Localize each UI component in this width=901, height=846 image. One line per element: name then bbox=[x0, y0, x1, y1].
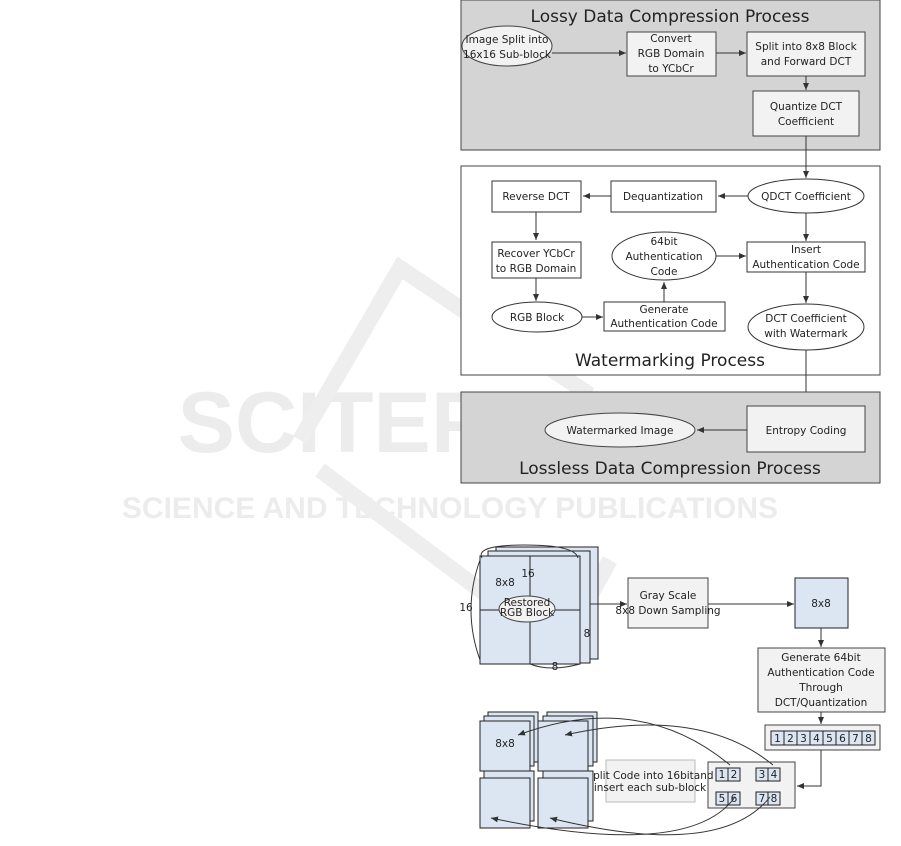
svg-text:insert each sub-block: insert each sub-block bbox=[594, 782, 707, 794]
qdct-node: QDCT Coefficient bbox=[747, 178, 865, 214]
svg-text:QDCT Coefficient: QDCT Coefficient bbox=[761, 191, 851, 203]
svg-text:Code: Code bbox=[651, 266, 678, 278]
code-pair-label: 6 bbox=[731, 793, 738, 805]
dequantization-node: Dequantization bbox=[610, 180, 717, 213]
svg-text:Quantize DCT: Quantize DCT bbox=[770, 101, 843, 113]
code-pair-label: 1 bbox=[719, 769, 726, 781]
code-pair-label: 7 bbox=[759, 793, 766, 805]
code-cell-label: 3 bbox=[800, 733, 807, 745]
code-pair-label: 4 bbox=[771, 769, 778, 781]
code-cell-label: 7 bbox=[852, 733, 859, 745]
svg-text:Convert: Convert bbox=[650, 33, 692, 45]
watermarking-title: Watermarking Process bbox=[575, 351, 765, 371]
watermarked-image-node: Watermarked Image bbox=[544, 412, 696, 448]
svg-text:Reverse DCT: Reverse DCT bbox=[502, 191, 570, 203]
code-cell-label: 1 bbox=[774, 733, 781, 745]
lossless-title: Lossless Data Compression Process bbox=[519, 459, 821, 479]
svg-text:RGB Block: RGB Block bbox=[510, 312, 565, 324]
code-cell-label: 2 bbox=[787, 733, 794, 745]
code-pair-cell bbox=[727, 767, 741, 782]
code-pair-label: 2 bbox=[731, 769, 738, 781]
svg-text:and Forward DCT: and Forward DCT bbox=[761, 56, 852, 68]
grayscale-node: Gray Scale 8x8 Down Sampling bbox=[615, 577, 721, 629]
svg-text:Authentication Code: Authentication Code bbox=[767, 667, 874, 679]
svg-text:Split Code into 16bitand: Split Code into 16bitand bbox=[586, 770, 713, 782]
code-cell-label: 4 bbox=[813, 733, 820, 745]
svg-text:64bit: 64bit bbox=[650, 236, 677, 248]
split-dct-node: Split into 8x8 Block and Forward DCT bbox=[746, 31, 866, 77]
svg-text:16x16 Sub-block: 16x16 Sub-block bbox=[463, 49, 552, 61]
code-pair-label: 3 bbox=[759, 769, 766, 781]
code-pair-cell bbox=[767, 791, 781, 806]
svg-text:Watermarked Image: Watermarked Image bbox=[567, 425, 674, 437]
dim-16-left: 16 bbox=[459, 602, 473, 614]
svg-text:Dequantization: Dequantization bbox=[623, 191, 703, 203]
svg-text:8x8 Down Sampling: 8x8 Down Sampling bbox=[615, 605, 720, 617]
code-pair-label: 8 bbox=[771, 793, 778, 805]
svg-text:DCT Coefficient: DCT Coefficient bbox=[765, 313, 846, 325]
svg-text:RGB Domain: RGB Domain bbox=[638, 48, 705, 60]
svg-text:Coefficient: Coefficient bbox=[778, 116, 834, 128]
svg-text:Insert: Insert bbox=[791, 244, 821, 256]
svg-text:Split into 8x8 Block: Split into 8x8 Block bbox=[755, 41, 857, 53]
svg-text:Image Split into: Image Split into bbox=[466, 34, 549, 46]
svg-text:with Watermark: with Watermark bbox=[764, 328, 848, 340]
svg-text:Authentication Code: Authentication Code bbox=[610, 318, 717, 330]
rgb-block-node: RGB Block bbox=[491, 301, 583, 333]
reverse-dct-node: Reverse DCT bbox=[491, 180, 582, 213]
svg-text:Restored: Restored bbox=[504, 597, 551, 609]
dim-8-right: 8 bbox=[584, 628, 591, 640]
code-cell-label: 5 bbox=[826, 733, 833, 745]
watermark-subtitle: SCIENCE AND TECHNOLOGY PUBLICATIONS bbox=[122, 492, 778, 525]
svg-text:to RGB Domain: to RGB Domain bbox=[496, 263, 577, 275]
svg-text:DCT/Quantization: DCT/Quantization bbox=[775, 697, 867, 709]
svg-text:8x8: 8x8 bbox=[495, 738, 515, 750]
svg-text:RGB Block: RGB Block bbox=[500, 607, 555, 619]
recover-node: Recover YCbCr to RGB Domain bbox=[491, 241, 582, 279]
svg-text:Authentication Code: Authentication Code bbox=[752, 259, 859, 271]
code-cell-label: 8 bbox=[865, 733, 872, 745]
code-cell bbox=[861, 730, 876, 746]
svg-text:8x8: 8x8 bbox=[811, 598, 831, 610]
svg-text:Generate: Generate bbox=[639, 304, 688, 316]
svg-text:Through: Through bbox=[798, 682, 843, 694]
code-pair-label: 5 bbox=[719, 793, 726, 805]
svg-text:Generate 64bit: Generate 64bit bbox=[781, 652, 860, 664]
code-cell-label: 6 bbox=[839, 733, 846, 745]
dim-16-top: 16 bbox=[521, 568, 535, 580]
svg-text:Authentication: Authentication bbox=[625, 251, 702, 263]
dim-8-bottom: 8 bbox=[552, 661, 559, 673]
lossy-title: Lossy Data Compression Process bbox=[531, 7, 810, 27]
svg-text:Entropy Coding: Entropy Coding bbox=[766, 425, 847, 437]
dct-watermark-node: DCT Coefficient with Watermark bbox=[747, 303, 865, 351]
svg-text:to YCbCr: to YCbCr bbox=[648, 63, 694, 75]
sub-block-grid: 8x8 bbox=[479, 711, 598, 829]
svg-text:Gray Scale: Gray Scale bbox=[640, 590, 697, 602]
quantize-node: Quantize DCT Coefficient bbox=[752, 90, 860, 137]
svg-text:Recover YCbCr: Recover YCbCr bbox=[497, 248, 575, 260]
code-pair-cell bbox=[767, 767, 781, 782]
downsampled-block: 8x8 bbox=[794, 577, 849, 629]
block-label: 8x8 bbox=[495, 577, 515, 589]
entropy-node: Entropy Coding bbox=[746, 405, 866, 453]
image-split-node: Image Split into 16x16 Sub-block bbox=[461, 25, 553, 67]
